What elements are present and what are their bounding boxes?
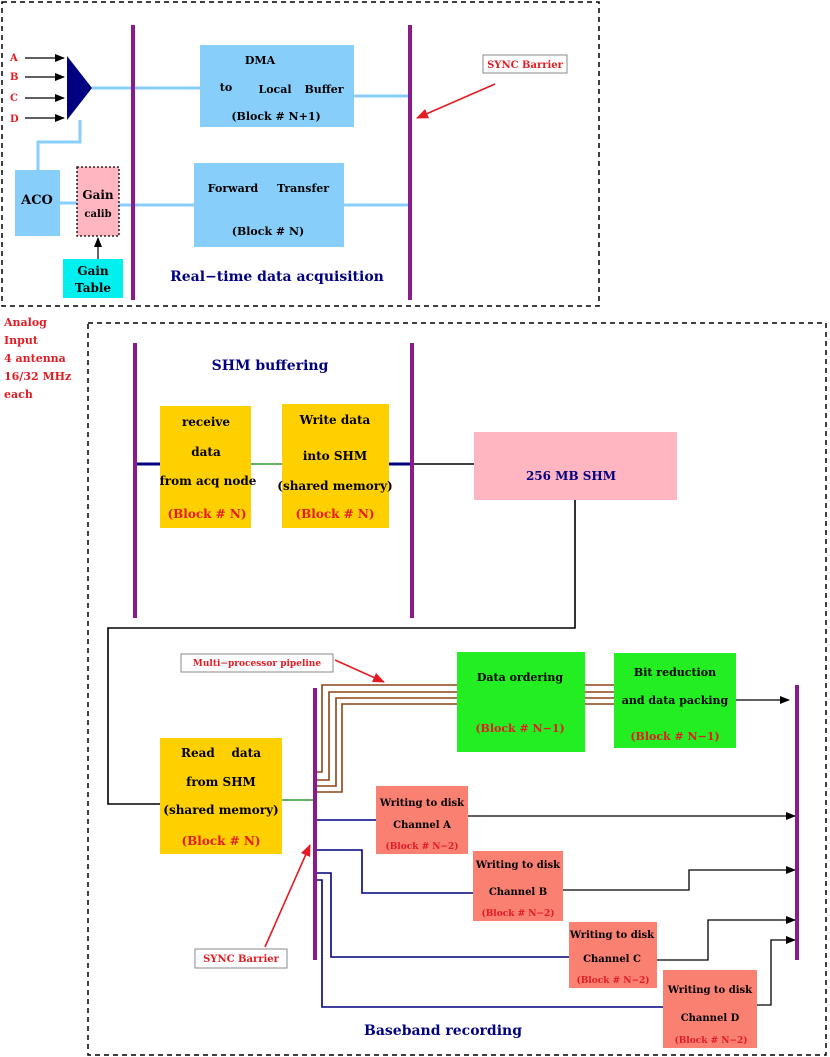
aco-label: ACO — [20, 193, 53, 208]
multi-pipeline-label: Multi−processor pipeline — [193, 659, 321, 669]
sync-barrier-bottom-arrow — [264, 844, 311, 948]
write-shm-box — [282, 404, 389, 528]
write-line2: into SHM — [303, 449, 367, 463]
data-ordering-block: (Block # N−1) — [475, 722, 564, 735]
forward-transfer-box — [194, 163, 344, 247]
input-label-c: C — [10, 93, 18, 104]
dma-to: to — [220, 81, 232, 94]
dma-box — [200, 45, 354, 127]
disk-c-block: (Block # N−2) — [576, 975, 649, 986]
shm-memory-label: 256 MB SHM — [526, 469, 616, 483]
output-links — [468, 696, 796, 1006]
write-line3: (shared memory) — [277, 479, 392, 493]
disk-channel-d-box — [663, 970, 757, 1048]
processing-section-border — [87, 322, 827, 1056]
disk-d-line2: Channel D — [681, 1013, 740, 1024]
dma-buffer: Buffer — [304, 83, 343, 96]
forward-block: (Block # N) — [232, 225, 304, 238]
input-label-d: D — [10, 114, 19, 125]
acquisition-links — [36, 86, 410, 207]
disk-b-line2: Channel B — [489, 887, 547, 898]
receive-line2: data — [191, 445, 221, 459]
receive-line1: receive — [182, 415, 230, 429]
disk-a-line1: Writing to disk — [379, 798, 465, 809]
gain-table-line2: Table — [75, 281, 112, 295]
bit-reduction-box — [614, 653, 736, 748]
realtime-section-border — [1, 1, 600, 307]
baseband-title: Baseband recording — [364, 1023, 522, 1039]
receive-data-box — [160, 406, 251, 528]
gain-calib-line1: Gain — [82, 188, 114, 202]
sync-barrier-top-label: SYNC Barrier — [487, 60, 564, 71]
read-line3: (shared memory) — [163, 803, 278, 817]
data-ordering-label: Data ordering — [477, 671, 563, 684]
multi-pipeline-arrow — [334, 659, 385, 683]
gain-table-box — [63, 259, 123, 298]
sync-barrier-bottom-label-box — [194, 948, 288, 969]
link-shm-read — [107, 500, 576, 805]
disk-channel-a-box — [376, 786, 468, 854]
bit-reduction-block: (Block # N−1) — [630, 730, 719, 743]
analog-line-5: each — [4, 388, 33, 401]
read-line2: from SHM — [186, 775, 256, 789]
bit-reduction-line2: and data packing — [622, 694, 729, 707]
sync-barrier-bottom-label: SYNC Barrier — [203, 954, 280, 965]
disk-c-line2: Channel C — [583, 954, 641, 965]
sync-barrier-top-arrow — [416, 83, 496, 119]
realtime-title: Real−time data acquisition — [170, 269, 384, 285]
shm-memory-box — [474, 432, 677, 500]
read-shm-box — [160, 738, 282, 854]
write-block: (Block # N) — [295, 507, 374, 521]
data-ordering-box — [457, 652, 585, 752]
disk-a-block: (Block # N−2) — [385, 841, 458, 852]
transfer-word: Transfer — [277, 182, 329, 195]
disk-c-line1: Writing to disk — [569, 930, 655, 941]
forward-word: Forward — [208, 182, 259, 195]
disk-channel-b-box — [473, 851, 563, 921]
bit-reduction-line1: Bit reduction — [634, 666, 716, 679]
input-label-b: B — [10, 72, 18, 83]
multi-pipeline-label-box — [180, 653, 334, 673]
aco-box — [15, 170, 60, 236]
dma-title: DMA — [245, 54, 276, 67]
pipeline-links — [315, 684, 614, 793]
dma-local: Local — [258, 83, 291, 96]
dma-block: (Block # N+1) — [231, 110, 320, 123]
analog-line-3: 4 antenna — [4, 352, 66, 365]
disk-a-line2: Channel A — [393, 820, 451, 831]
input-label-a: A — [9, 53, 18, 64]
gain-calib-box — [76, 166, 120, 237]
disk-d-block: (Block # N−2) — [674, 1035, 747, 1046]
analog-line-1: Analog — [4, 316, 47, 329]
disk-b-block: (Block # N−2) — [481, 908, 554, 919]
receive-line3: from acq node — [160, 474, 257, 488]
disk-channel-c-box — [569, 922, 657, 988]
gain-calib-line2: calib — [84, 209, 111, 220]
disk-d-line1: Writing to disk — [667, 985, 753, 996]
gain-table-line1: Gain — [77, 264, 109, 278]
multiplexer-triangle — [67, 56, 92, 120]
sync-barrier-top-label-box — [482, 54, 568, 74]
disk-input-links — [315, 819, 663, 1008]
analog-input-note: Analog Input 4 antenna 16/32 MHz each — [4, 314, 71, 404]
read-block: (Block # N) — [181, 834, 260, 848]
analog-line-2: Input — [4, 334, 38, 347]
write-line1: Write data — [299, 413, 371, 427]
analog-line-4: 16/32 MHz — [4, 370, 72, 383]
read-line1: Read data — [181, 746, 261, 760]
receive-block: (Block # N) — [167, 507, 246, 521]
shm-buffering-title: SHM buffering — [212, 358, 329, 374]
disk-b-line1: Writing to disk — [475, 860, 561, 871]
